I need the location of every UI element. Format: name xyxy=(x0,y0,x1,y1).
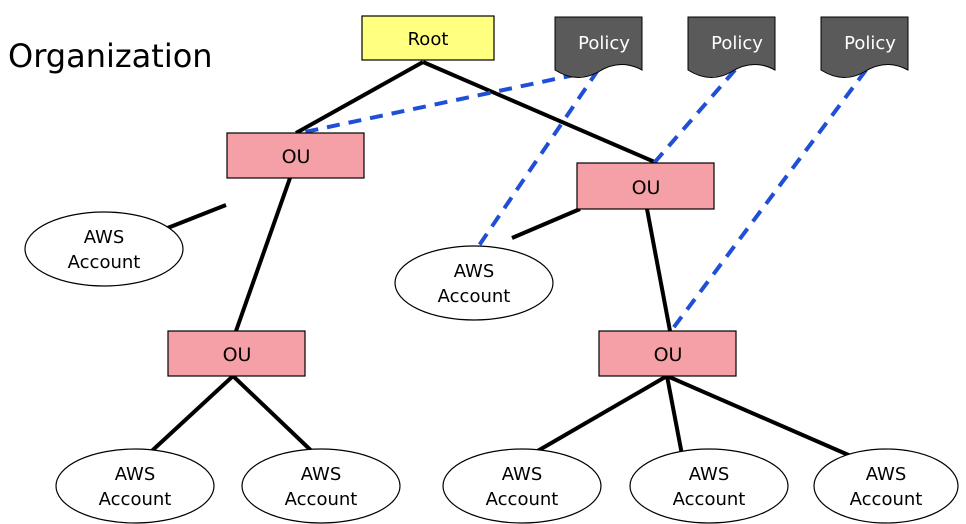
policy-link-3-to-ou-right-bottom xyxy=(669,68,868,333)
policy-link-1-to-ou-left-top xyxy=(299,68,599,135)
aws-account-6-line1: AWS xyxy=(502,464,543,485)
policy-node-2[interactable]: Policy xyxy=(687,16,776,78)
ou-node-right-top[interactable]: OU xyxy=(576,162,715,210)
policy-node-1[interactable]: Policy xyxy=(554,16,643,78)
aws-account-8-line1: AWS xyxy=(866,464,907,485)
aws-account-node-6[interactable]: AWS Account xyxy=(442,448,602,524)
ou-node-right-bottom[interactable]: OU xyxy=(598,330,737,377)
aws-account-1-line1: AWS xyxy=(84,227,125,248)
ou-label-right-bottom: OU xyxy=(654,344,683,366)
edge-root-to-ou-right-top xyxy=(422,60,658,165)
aws-account-6-line2: Account xyxy=(486,489,559,510)
ou-label-left-top: OU xyxy=(282,146,311,168)
policy-link-2-to-ou-right-top xyxy=(652,68,737,165)
aws-account-8-line2: Account xyxy=(850,489,923,510)
edge-ou-right-top-to-ou-right-bottom xyxy=(645,208,672,332)
aws-account-7-line1: AWS xyxy=(689,464,730,485)
root-node[interactable]: Root xyxy=(361,15,495,61)
ou-label-left-bottom: OU xyxy=(223,344,252,366)
edge-ou-left-bottom-to-account-5 xyxy=(231,374,323,462)
ou-label-right-top: OU xyxy=(632,177,661,199)
aws-account-3-line2: Account xyxy=(438,286,511,307)
edge-ou-left-bottom-to-account-4 xyxy=(140,374,235,462)
aws-account-node-8[interactable]: AWS Account xyxy=(813,448,959,524)
root-label: Root xyxy=(408,29,449,50)
aws-account-node-7[interactable]: AWS Account xyxy=(629,448,789,524)
policy-node-3[interactable]: Policy xyxy=(820,16,909,78)
aws-account-node-5[interactable]: AWS Account xyxy=(241,448,401,524)
aws-account-7-line2: Account xyxy=(673,489,746,510)
aws-account-3-line1: AWS xyxy=(454,261,495,282)
edge-ou-right-bottom-to-account-8 xyxy=(666,374,861,462)
edge-ou-left-top-to-account-1 xyxy=(164,203,227,231)
diagram-title: Organization xyxy=(8,37,213,75)
aws-account-4-line1: AWS xyxy=(115,464,156,485)
edge-ou-left-top-to-ou-left-bottom xyxy=(234,177,292,332)
policy-links xyxy=(299,68,868,333)
edge-root-to-ou-left-top xyxy=(295,60,424,135)
hierarchy-edges xyxy=(140,60,861,462)
aws-account-node-1[interactable]: AWS Account xyxy=(24,211,184,287)
aws-account-5-line2: Account xyxy=(285,489,358,510)
edge-ou-right-bottom-to-account-7 xyxy=(665,375,685,461)
aws-account-node-3[interactable]: AWS Account xyxy=(394,245,554,321)
aws-account-4-line2: Account xyxy=(99,489,172,510)
aws-account-5-line1: AWS xyxy=(301,464,342,485)
ou-node-left-bottom[interactable]: OU xyxy=(167,330,306,377)
aws-account-1-line2: Account xyxy=(68,252,141,273)
policy-label-2: Policy xyxy=(711,33,763,54)
aws-account-node-4[interactable]: AWS Account xyxy=(55,448,215,524)
policy-label-1: Policy xyxy=(578,33,630,54)
ou-node-left-top[interactable]: OU xyxy=(226,132,365,179)
policy-label-3: Policy xyxy=(844,33,896,54)
edge-ou-right-top-to-account-3 xyxy=(511,207,581,240)
policy-link-1-to-account-3 xyxy=(476,68,600,249)
edge-ou-right-bottom-to-account-6 xyxy=(520,374,669,462)
